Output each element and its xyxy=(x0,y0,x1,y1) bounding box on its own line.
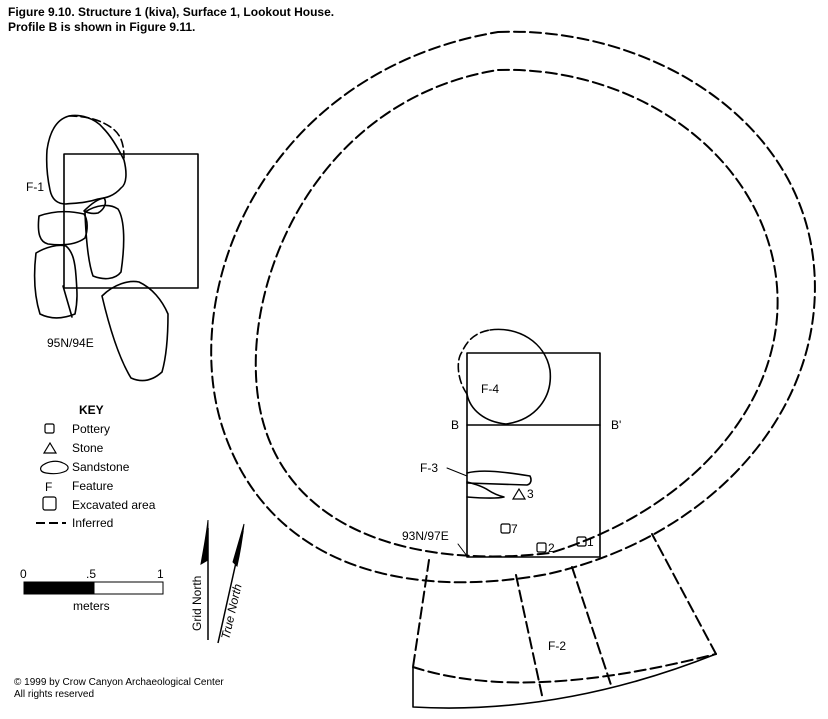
label-f4: F-4 xyxy=(481,382,499,396)
true-north-label: True North xyxy=(218,582,244,640)
label-pottery-1: 1 xyxy=(587,535,594,549)
key-label-stone: Stone xyxy=(72,441,104,455)
feature-f3 xyxy=(446,467,532,499)
scale-tick-1: 1 xyxy=(157,567,164,581)
label-pottery-2: 2 xyxy=(548,541,555,555)
key-label-inferred: Inferred xyxy=(72,516,113,530)
kiva-outer-wall-inferred xyxy=(210,30,816,584)
copyright-line-2: All rights reserved xyxy=(14,688,95,700)
true-north-arrow xyxy=(217,523,245,644)
label-profile-b-prime: B' xyxy=(611,418,621,432)
north-arrows: Grid North True North xyxy=(190,519,245,644)
feature-f1-sandstone xyxy=(33,114,169,382)
label-f2: F-2 xyxy=(548,639,566,653)
scale-bar: 0 .5 1 meters xyxy=(20,567,164,613)
feature-f4 xyxy=(457,328,552,425)
key-label-sandstone: Sandstone xyxy=(72,460,130,474)
caption-line-2: Profile B is shown in Figure 9.11. xyxy=(8,19,196,34)
grid-north-arrow xyxy=(200,519,209,640)
figure-caption: Figure 9.10. Structure 1 (kiva), Surface… xyxy=(8,5,334,34)
key-excavated-area-icon xyxy=(42,496,57,511)
label-stone-3: 3 xyxy=(527,487,534,501)
key-stone-icon xyxy=(42,441,58,454)
key-title: KEY xyxy=(79,403,104,417)
key-feature-symbol: F xyxy=(45,480,52,494)
label-f3: F-3 xyxy=(420,461,438,475)
key-label-pottery: Pottery xyxy=(72,422,110,436)
pottery-icon-7 xyxy=(500,523,511,534)
label-grid-nw: 95N/94E xyxy=(47,336,94,350)
label-profile-b: B xyxy=(451,418,459,432)
scale-tick-0: 0 xyxy=(20,567,27,581)
grid-north-label: Grid North xyxy=(190,576,204,631)
excavation-unit-se xyxy=(466,352,601,558)
label-grid-se: 93N/97E xyxy=(402,529,449,543)
map-key: KEY F Pottery Stone Sandstone Feature Ex… xyxy=(36,403,156,530)
pottery-icon-1 xyxy=(576,536,587,547)
key-sandstone-icon xyxy=(40,460,69,475)
kiva-inner-wall-inferred xyxy=(254,68,779,558)
pottery-icon-2 xyxy=(536,542,547,553)
label-f1: F-1 xyxy=(26,180,44,194)
scale-tick-half: .5 xyxy=(86,567,96,581)
feature-f2-ventilator xyxy=(412,533,717,701)
excavation-unit-nw xyxy=(63,153,199,289)
key-pottery-icon xyxy=(44,423,55,434)
key-label-excavated-area: Excavated area xyxy=(72,498,156,512)
key-label-feature: Feature xyxy=(72,479,114,493)
copyright-line-1: © 1999 by Crow Canyon Archaeological Cen… xyxy=(14,677,224,688)
label-pottery-7: 7 xyxy=(511,522,518,536)
copyright-notice: © 1999 by Crow Canyon Archaeological Cen… xyxy=(14,677,224,700)
caption-line-1: Figure 9.10. Structure 1 (kiva), Surface… xyxy=(8,5,335,19)
stone-icon xyxy=(511,487,527,500)
scale-unit: meters xyxy=(73,599,110,613)
feature-f2-base xyxy=(412,653,717,709)
